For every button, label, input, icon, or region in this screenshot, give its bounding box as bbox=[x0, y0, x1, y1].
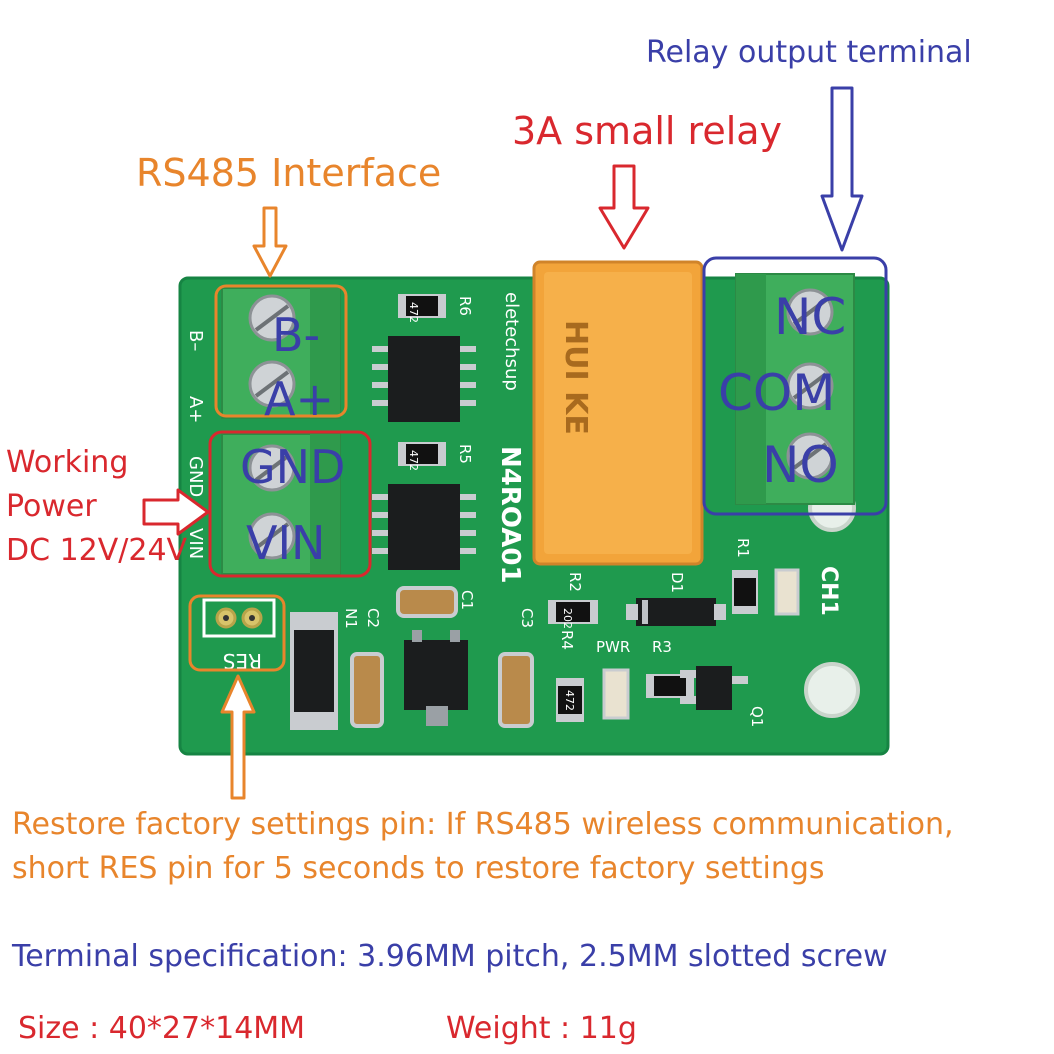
ic-chip-bottom bbox=[372, 484, 476, 570]
relay-output-terminal-block bbox=[735, 273, 855, 505]
silk-pin-b: B– bbox=[185, 330, 206, 351]
silk-r3: R3 bbox=[652, 638, 672, 656]
relay-output-highlight-frame bbox=[702, 256, 888, 516]
callout-working-power-line2: Power bbox=[6, 489, 97, 524]
smd-resistor-472 bbox=[398, 442, 446, 466]
silk-c2: C2 bbox=[364, 608, 382, 628]
rs485-highlight-frame bbox=[214, 284, 348, 418]
silk-c1: C1 bbox=[458, 590, 476, 610]
callout-rs485-interface: RS485 Interface bbox=[136, 151, 442, 195]
silk-code-472-mid: 472 bbox=[407, 450, 420, 471]
terminal-label-vin: VIN bbox=[246, 516, 326, 570]
callout-restore-line2: short RES pin for 5 seconds to restore f… bbox=[12, 851, 825, 886]
silk-r6: R6 bbox=[456, 296, 474, 316]
silk-r2: R2 bbox=[566, 572, 584, 592]
smd-component-n1 bbox=[290, 612, 338, 730]
terminal-label-nc: NC bbox=[774, 288, 847, 346]
terminal-label-com: COM bbox=[718, 364, 836, 422]
relay-marking: HUI KE bbox=[558, 320, 593, 435]
callout-restore-line1: Restore factory settings pin: If RS485 w… bbox=[12, 807, 954, 842]
smd-resistor-r3 bbox=[646, 674, 694, 698]
voltage-regulator bbox=[404, 630, 468, 726]
res-header bbox=[202, 598, 276, 638]
smd-resistor-r1 bbox=[732, 570, 758, 614]
callout-working-power-line1: Working bbox=[6, 445, 129, 480]
silk-r4: R4 bbox=[558, 630, 576, 650]
spec-terminal: Terminal specification: 3.96MM pitch, 2.… bbox=[12, 939, 888, 974]
led-pwr bbox=[602, 668, 630, 720]
silk-pin-vin: VIN bbox=[185, 528, 206, 559]
capacitor-c1 bbox=[396, 586, 458, 618]
capacitor-c3 bbox=[498, 652, 534, 728]
smd-resistor-472 bbox=[556, 678, 584, 722]
ic-chip-top bbox=[372, 336, 476, 422]
silk-d1: D1 bbox=[668, 572, 686, 593]
relay-component bbox=[532, 260, 704, 566]
terminal-label-no: NO bbox=[762, 436, 839, 494]
silk-ch1: CH1 bbox=[816, 566, 841, 616]
silk-pin-gnd: GND bbox=[185, 456, 206, 497]
silk-code-472-top: 472 bbox=[407, 302, 420, 323]
terminal-label-b-minus: B- bbox=[272, 308, 321, 362]
silk-code-472-bottom: 472 bbox=[563, 690, 576, 711]
capacitor-c2 bbox=[350, 652, 384, 728]
smd-resistor-202 bbox=[548, 600, 598, 624]
smd-resistor-472 bbox=[398, 294, 446, 318]
spec-size: Size : 40*27*14MM bbox=[18, 1011, 306, 1046]
led-ch1 bbox=[774, 568, 800, 616]
silk-q1: Q1 bbox=[748, 706, 766, 727]
callout-working-power-line3: DC 12V/24V bbox=[6, 533, 188, 568]
callout-relay-output-terminal: Relay output terminal bbox=[646, 35, 972, 70]
res-highlight-frame bbox=[188, 594, 286, 672]
diode-d1 bbox=[626, 598, 726, 626]
relay-output-arrow bbox=[820, 86, 864, 252]
mounting-hole bbox=[804, 662, 860, 718]
transistor-q1 bbox=[680, 666, 748, 710]
silk-r1: R1 bbox=[734, 538, 752, 558]
rs485-arrow bbox=[252, 206, 288, 278]
silk-brand: eletechsup bbox=[501, 292, 522, 391]
terminal-label-a-plus: A+ bbox=[264, 372, 335, 426]
silk-model: N4ROA01 bbox=[495, 446, 525, 584]
relay-arrow bbox=[598, 164, 650, 250]
callout-small-relay: 3A small relay bbox=[512, 109, 783, 153]
spec-weight: Weight : 11g bbox=[446, 1011, 637, 1046]
silk-n1: N1 bbox=[342, 608, 360, 629]
power-terminal-block bbox=[221, 433, 341, 575]
power-arrow bbox=[142, 488, 210, 536]
silk-pin-a: A+ bbox=[185, 396, 206, 423]
silk-pwr: PWR bbox=[596, 638, 630, 656]
silk-r5: R5 bbox=[456, 444, 474, 464]
silk-code-202: 202 bbox=[561, 608, 574, 629]
rs485-terminal-block bbox=[221, 287, 341, 419]
res-arrow bbox=[220, 674, 256, 800]
terminal-label-gnd: GND bbox=[240, 440, 346, 494]
power-highlight-frame bbox=[208, 430, 372, 578]
silk-c3: C3 bbox=[518, 608, 536, 628]
